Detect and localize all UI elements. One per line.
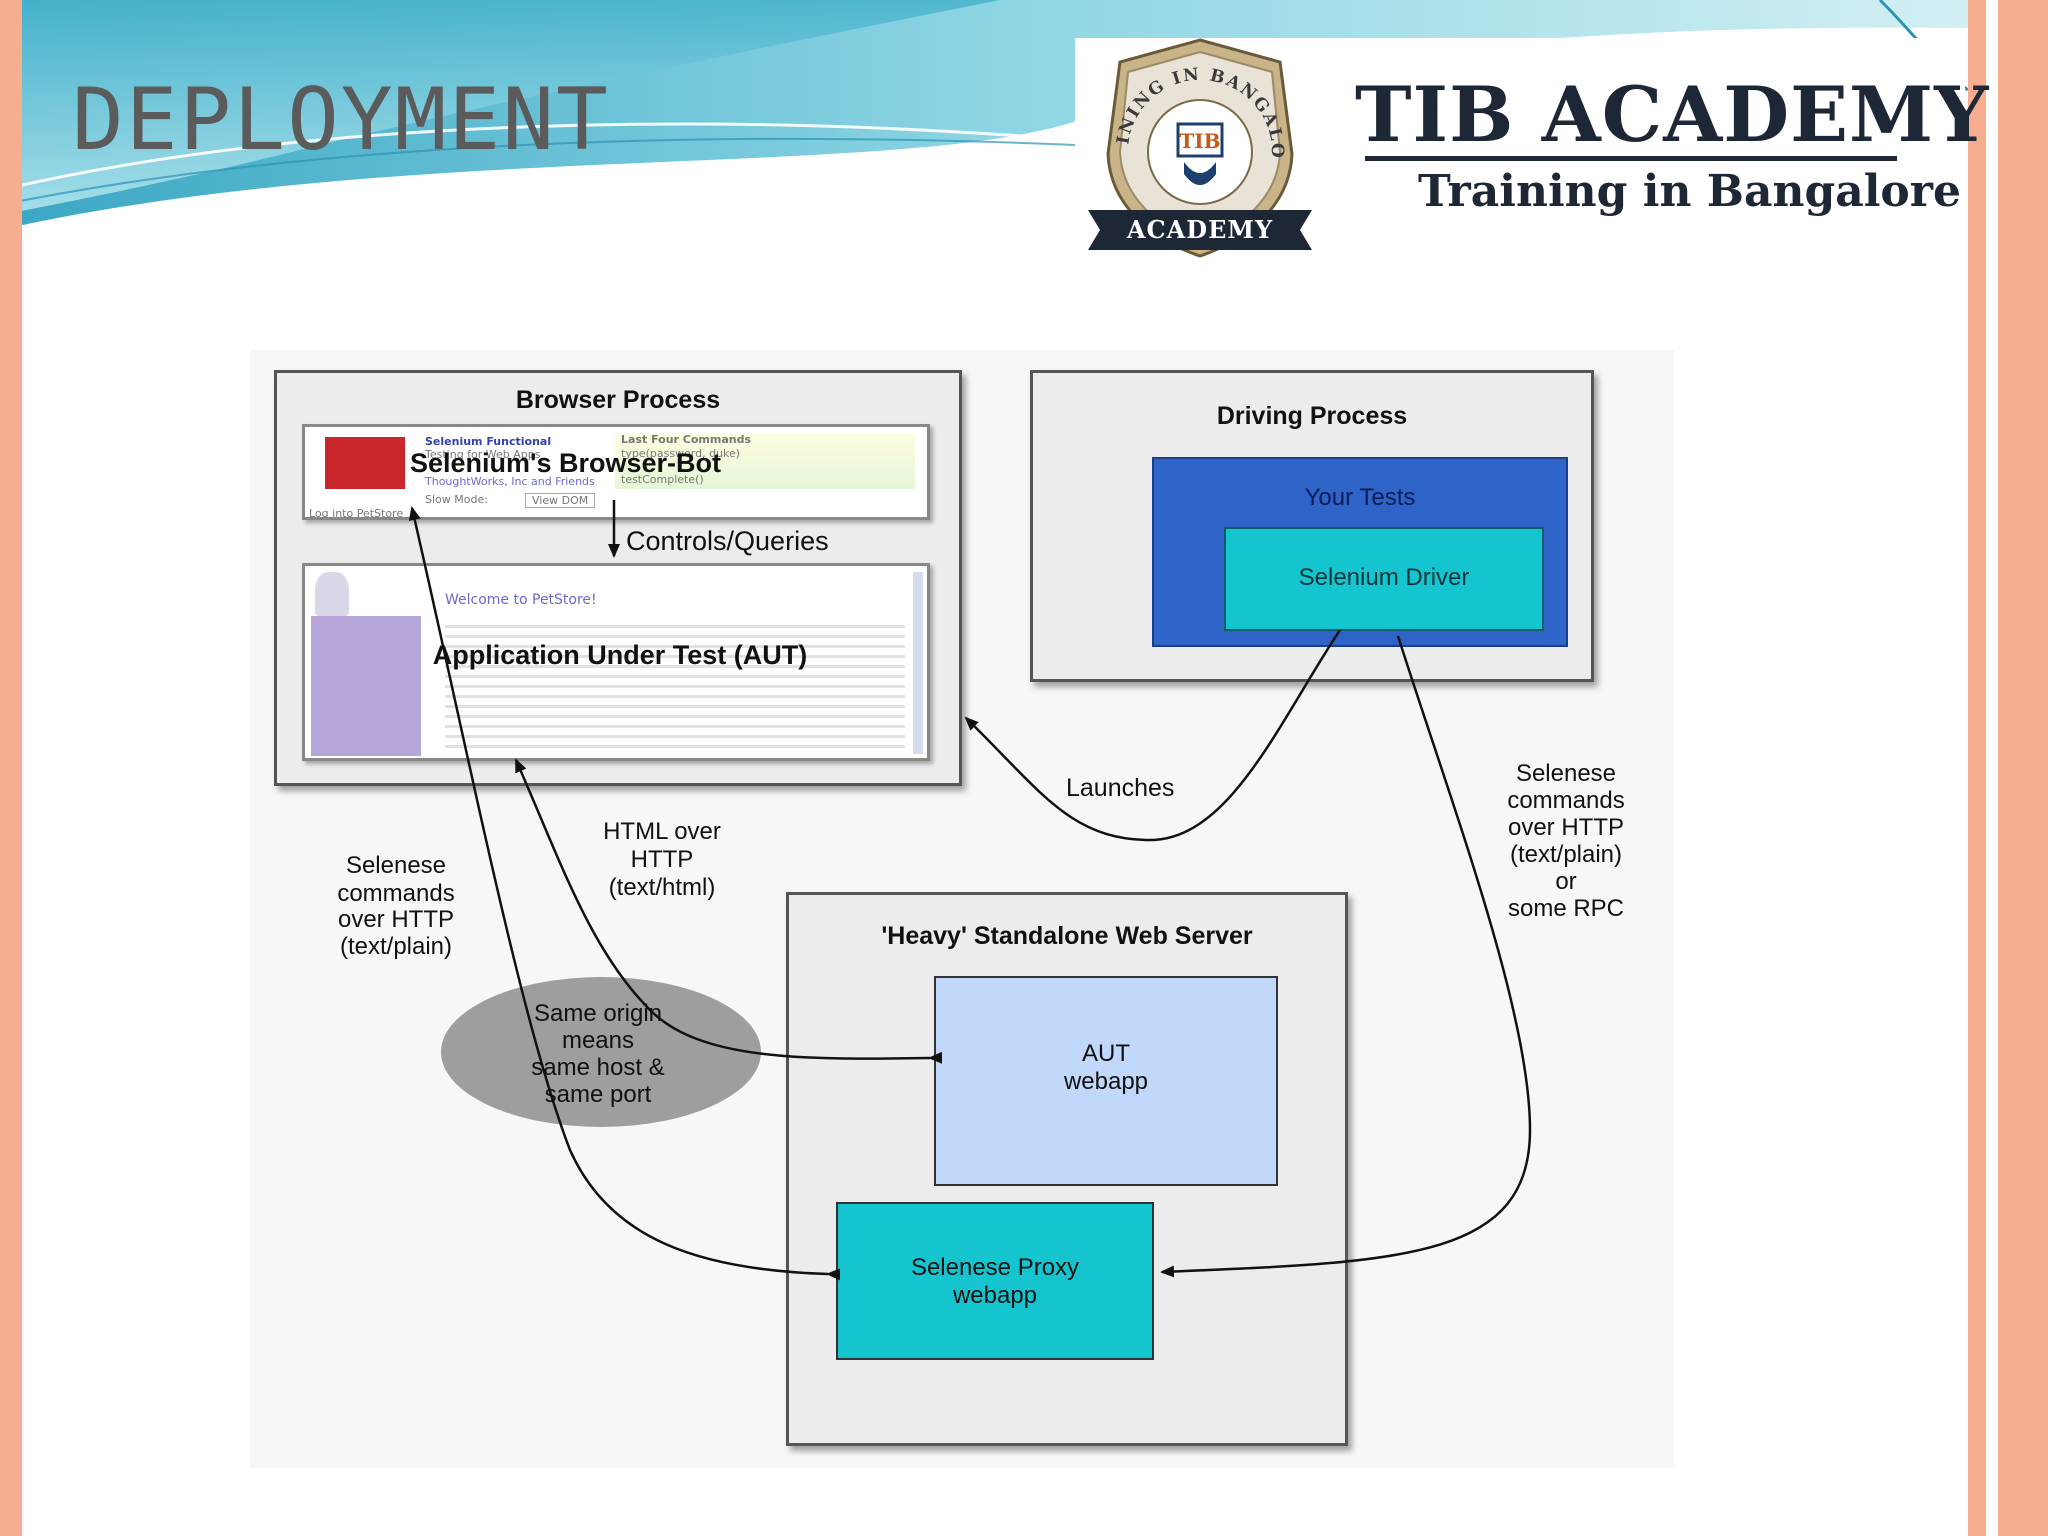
aut-scrollbar[interactable] [913, 572, 923, 754]
html-over-http-line-2: HTTP [630, 846, 694, 873]
academy-seal-icon: TRAINING IN BANGALORE TIB ACADEMY [1080, 34, 1312, 258]
tiny-last-commands: Last Four Commands [621, 433, 752, 446]
tiny-selenium: Selenium Functional [425, 435, 552, 448]
right-accent-band [1968, 0, 2048, 1536]
header-wave-decoration [0, 0, 2048, 230]
tiny-thoughtworks: ThoughtWorks, Inc and Friends [425, 475, 595, 488]
aut-webapp-line-2: webapp [1063, 1068, 1149, 1095]
html-over-http-line-1: HTML over [603, 818, 721, 845]
selenium-driver-box [1224, 527, 1544, 631]
logo-subtitle: Training in Bangalore [1418, 166, 1961, 217]
selenese-right-line-3: over HTTP [1507, 814, 1624, 841]
tiny-slow-mode: Slow Mode: [425, 493, 488, 506]
selenese-left-line-4: (text/plain) [339, 933, 453, 960]
aut-webapp-line-1: AUT [1082, 1040, 1130, 1067]
selenese-left-arrow [408, 506, 841, 1281]
selenese-right-line-5: or [1555, 868, 1577, 895]
driver-to-proxy-arrow [1160, 635, 1532, 1278]
browser-process-title: Browser Process [515, 386, 721, 414]
tiny-cmd-1: type(password, duke) [621, 447, 741, 460]
selenese-right-line-1: Selenese [1515, 760, 1617, 787]
your-tests-label: Your Tests [1304, 484, 1416, 511]
logo-title: TIB ACADEMY [1355, 70, 1990, 159]
selenium-driver-label: Selenium Driver [1298, 564, 1470, 591]
browser-bot-label: Selenium's Browser-Bot [410, 448, 721, 478]
web-server-title: 'Heavy' Standalone Web Server [881, 922, 1253, 950]
selenese-right-line-2: commands [1507, 787, 1625, 814]
driving-process-title: Driving Process [1216, 402, 1408, 430]
browser-bot-screenshot: Selenium Functional Testing for Web Apps… [302, 424, 930, 520]
svg-text:TIB: TIB [1179, 129, 1220, 153]
launches-arrow [964, 629, 1342, 842]
html-over-http-line-3: (text/html) [608, 874, 716, 901]
launches-label: Launches [1066, 774, 1216, 804]
tiny-login: Log into PetStore [309, 507, 404, 520]
html-over-http-arrow [514, 758, 943, 1064]
selenese-left-line-3: over HTTP [337, 906, 454, 933]
selenese-left-line-1: Selenese [345, 852, 447, 879]
svg-text:ACADEMY: ACADEMY [1126, 215, 1273, 244]
selenese-right-line-4: (text/plain) [1509, 841, 1623, 868]
selenese-proxy-box [836, 1202, 1154, 1360]
petstore-sidebar [311, 616, 421, 756]
logo-divider [1365, 156, 1897, 161]
command-history-panel [615, 433, 915, 489]
petstore-logo-icon [315, 572, 349, 616]
tiny-testing: Testing for Web Apps [425, 448, 541, 461]
selenium-logo-icon [325, 437, 405, 489]
aut-webapp-box [934, 976, 1278, 1186]
right-accent-stripe [1986, 0, 1998, 1536]
selenese-left-line-2: commands [337, 880, 455, 907]
left-accent-band [0, 0, 22, 1536]
tiny-cmd-2: testComplete() [621, 473, 704, 486]
slide-title: DEPLOYMENT [72, 70, 610, 170]
selenese-right-line-6: some RPC [1507, 895, 1625, 922]
selenese-proxy-line-1: Selenese Proxy [910, 1254, 1080, 1281]
selenese-proxy-line-2: webapp [952, 1282, 1038, 1309]
